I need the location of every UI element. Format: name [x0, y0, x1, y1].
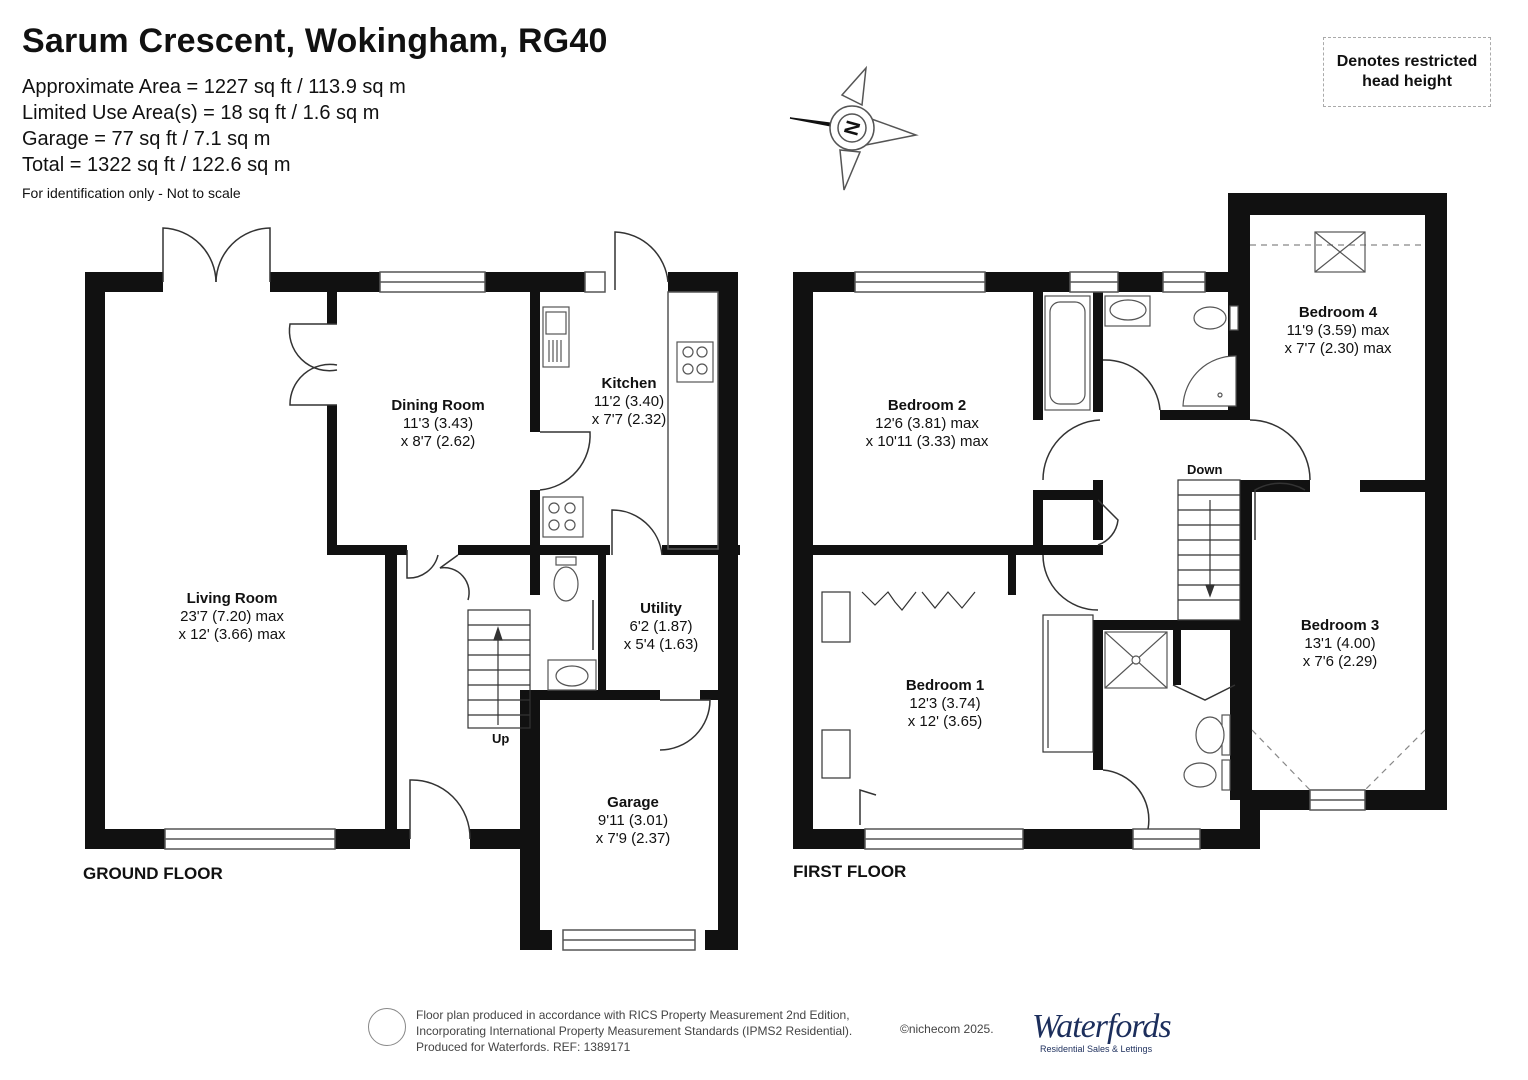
room-bedroom-4: Bedroom 4 11'9 (3.59) max x 7'7 (2.30) m…	[1284, 304, 1392, 357]
person-icon	[368, 1008, 406, 1046]
first-stairs-label: Down	[1187, 462, 1223, 477]
restricted-height-legend: Denotes restricted head height	[1323, 37, 1491, 107]
area-summary: Approximate Area = 1227 sq ft / 113.9 sq…	[22, 74, 406, 178]
limited-use-area: Limited Use Area(s) = 18 sq ft / 1.6 sq …	[22, 102, 380, 124]
scale-note: For identification only - Not to scale	[22, 185, 241, 201]
compass-n-label: N	[840, 118, 865, 138]
property-title: Sarum Crescent, Wokingham, RG40	[22, 22, 608, 60]
ground-stairs	[467, 609, 531, 729]
room-utility: Utility 6'2 (1.87) x 5'4 (1.63)	[623, 600, 699, 653]
ground-stairs-label: Up	[492, 731, 510, 746]
room-bedroom-3: Bedroom 3 13'1 (4.00) x 7'6 (2.29)	[1300, 617, 1380, 670]
room-garage: Garage 9'11 (3.01) x 7'9 (2.37)	[595, 794, 671, 847]
approx-area: Approximate Area = 1227 sq ft / 113.9 sq…	[22, 76, 406, 98]
ground-floor-label: GROUND FLOOR	[83, 864, 223, 883]
total-area: Total = 1322 sq ft / 122.6 sq m	[22, 154, 291, 176]
room-living: Living Room 23'7 (7.20) max x 12' (3.66)…	[178, 590, 286, 643]
compass-icon: N	[789, 65, 919, 191]
brand-tagline: Residential Sales & Lettings	[1040, 1044, 1153, 1054]
first-floor-label: FIRST FLOOR	[793, 862, 907, 881]
room-bedroom-1: Bedroom 1 12'3 (3.74) x 12' (3.65)	[905, 677, 985, 730]
garage-area: Garage = 77 sq ft / 7.1 sq m	[22, 128, 271, 150]
first-stairs	[1177, 479, 1241, 621]
rics-statement: Floor plan produced in accordance with R…	[416, 1008, 853, 1054]
ground-floor-walls	[85, 272, 740, 950]
first-floor-walls	[793, 193, 1447, 849]
room-bedroom-2: Bedroom 2 12'6 (3.81) max x 10'11 (3.33)…	[865, 397, 989, 450]
waterfords-logo: Waterfords	[1032, 1008, 1172, 1045]
copyright: ©nichecom 2025.	[900, 1022, 994, 1036]
room-dining: Dining Room 11'3 (3.43) x 8'7 (2.62)	[391, 397, 485, 450]
room-kitchen: Kitchen 11'2 (3.40) x 7'7 (2.32)	[591, 375, 667, 428]
